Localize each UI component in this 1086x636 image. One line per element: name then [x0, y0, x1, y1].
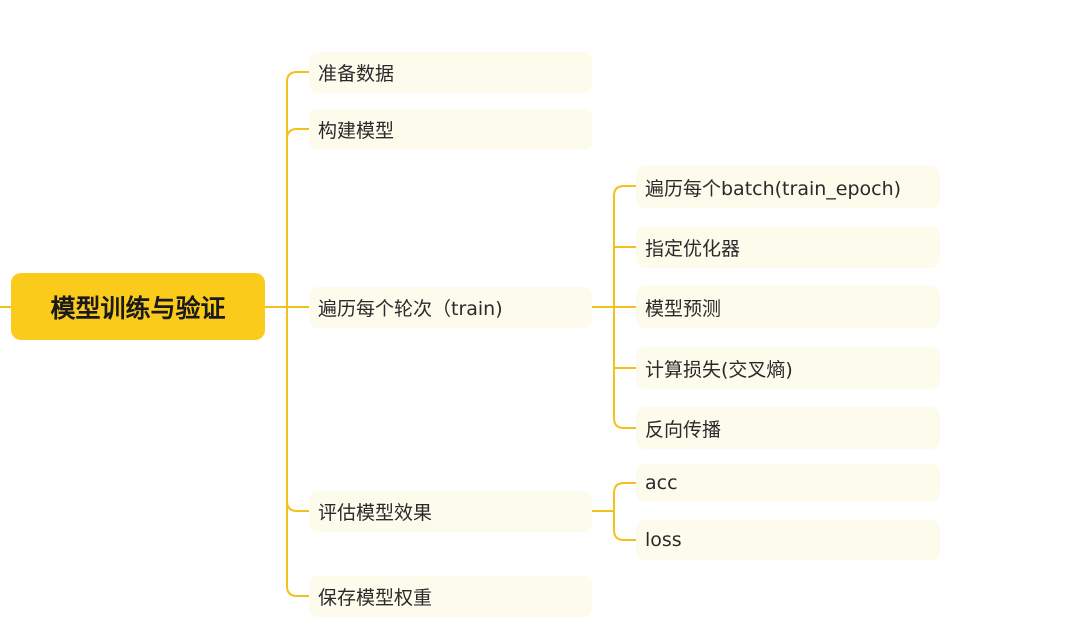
- branch-node-label: 评估模型效果: [318, 502, 433, 524]
- connector-to-save-weights: [286, 585, 310, 597]
- connector-lines: [0, 71, 637, 597]
- leaf-node-label: 计算损失(交叉熵): [645, 358, 793, 381]
- connector-to-evaluate: [286, 500, 310, 512]
- connector-to-loss: [613, 529, 637, 541]
- leaf-node-predict[interactable]: 模型预测: [636, 286, 940, 328]
- leaf-node-optimizer[interactable]: 指定优化器: [636, 226, 940, 268]
- leaf-node-backprop[interactable]: 反向传播: [636, 407, 940, 449]
- leaf-node-label: acc: [645, 472, 678, 494]
- connector-to-prepare-data: [286, 71, 310, 83]
- leaf-node-label: 反向传播: [645, 418, 722, 441]
- leaf-node-iterate-batch[interactable]: 遍历每个batch(train_epoch): [636, 166, 940, 208]
- branch-node-label: 构建模型: [318, 120, 395, 142]
- connector-to-build-model: [286, 128, 310, 140]
- leaf-node-label: 指定优化器: [645, 237, 741, 260]
- leaf-node-label: 遍历每个batch(train_epoch): [645, 177, 902, 200]
- root-node[interactable]: 模型训练与验证: [11, 273, 265, 340]
- branch-node-evaluate[interactable]: 评估模型效果: [309, 491, 592, 532]
- connector-to-backprop: [613, 417, 637, 429]
- branch-node-prepare-data[interactable]: 准备数据: [309, 52, 592, 93]
- leaf-node-label: 模型预测: [645, 297, 722, 320]
- branch-node-save-weights[interactable]: 保存模型权重: [309, 576, 592, 617]
- branch-node-label: 遍历每个轮次（train): [318, 298, 503, 320]
- leaf-node-loss-compute[interactable]: 计算损失(交叉熵): [636, 347, 940, 389]
- root-node-label: 模型训练与验证: [50, 293, 226, 323]
- leaf-node-acc[interactable]: acc: [636, 464, 940, 502]
- connector-to-acc: [613, 482, 637, 494]
- leaf-node-loss[interactable]: loss: [636, 520, 940, 560]
- connector-to-iterate-batch: [613, 185, 637, 197]
- leaf-node-label: loss: [645, 529, 682, 551]
- branch-node-label: 准备数据: [318, 63, 395, 85]
- branch-node-train-epochs[interactable]: 遍历每个轮次（train): [309, 287, 592, 328]
- branch-node-build-model[interactable]: 构建模型: [309, 109, 592, 150]
- branch-node-label: 保存模型权重: [318, 587, 433, 609]
